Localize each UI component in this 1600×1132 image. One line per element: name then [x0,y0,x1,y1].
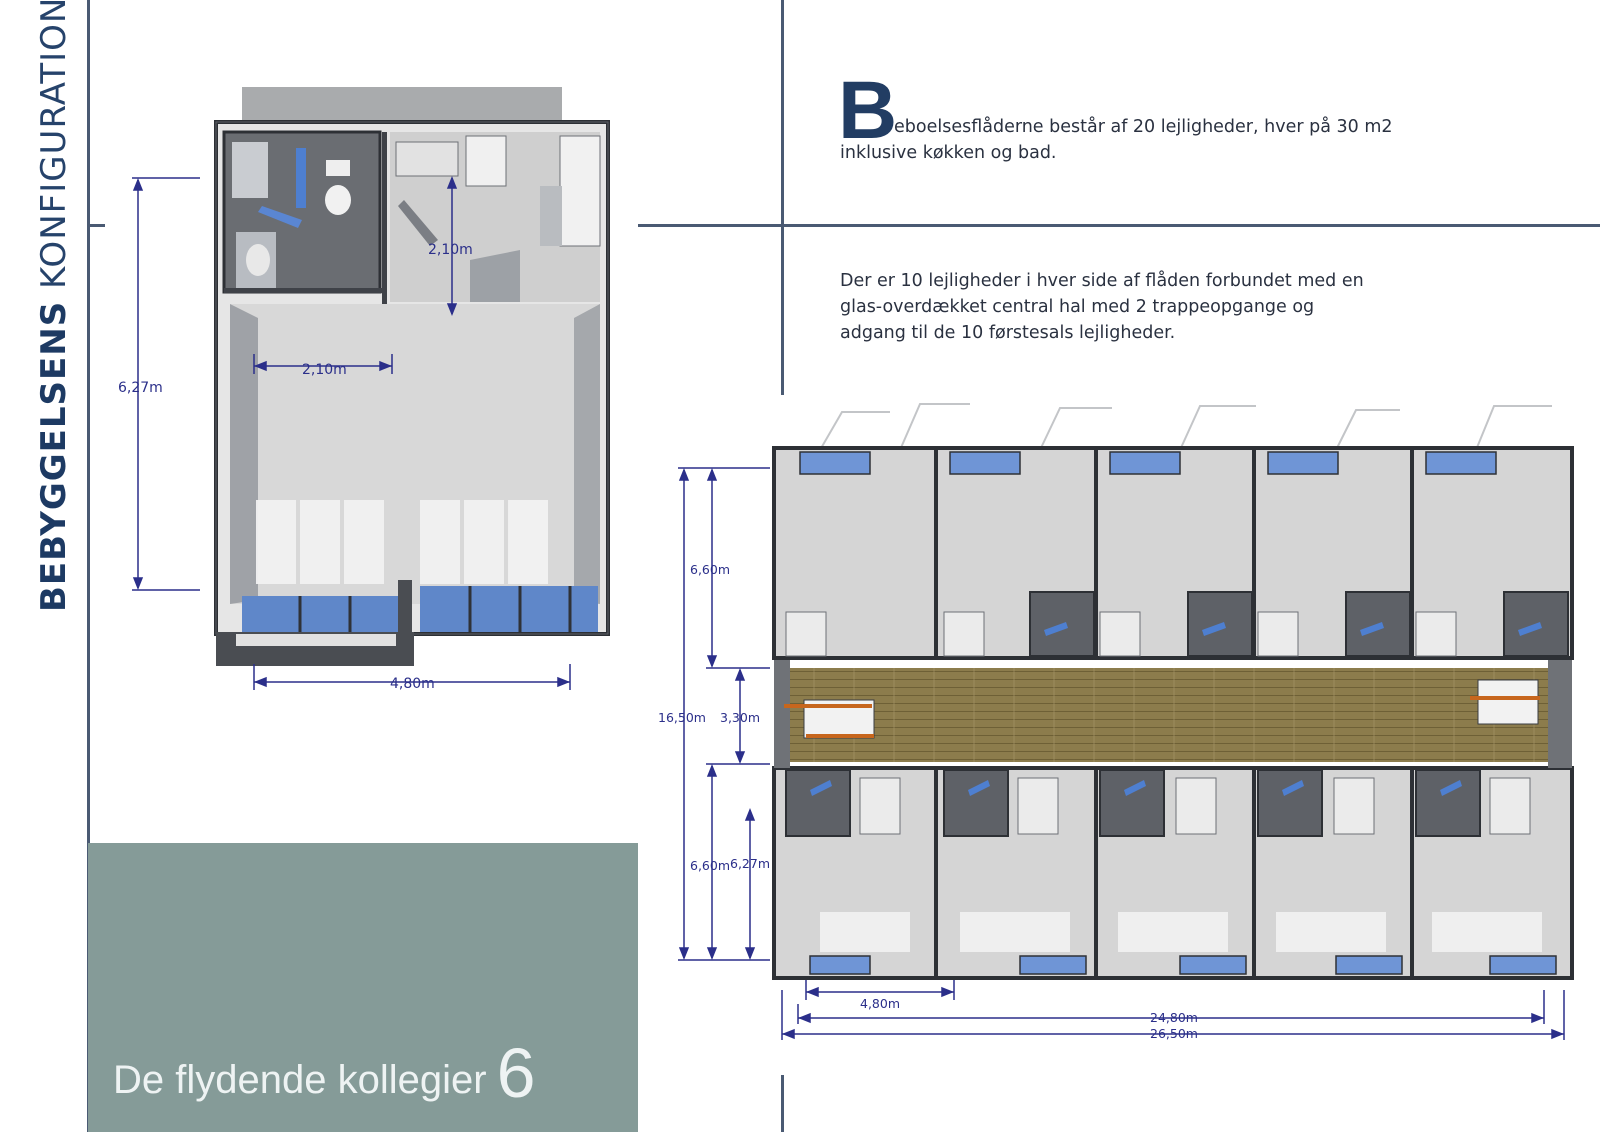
unit-width-label: 4,80m [390,676,435,692]
left-vertical-rule [87,0,90,1132]
unit-plan: 6,27m 2,10m 2,10m 4,80m [118,87,610,692]
description-line-1: Der er 10 lejligheder i hver side af flå… [840,271,1364,291]
raft-total-depth-label: 16,50m [658,710,706,725]
bath-depth-label: 2,10m [428,242,473,258]
unit-height-label: 6,27m [118,380,163,396]
page-number: 6 [496,1034,536,1112]
center-vertical-rule-top [781,0,784,395]
center-vertical-rule-bottom [781,1075,784,1132]
raft-bottom-row-depth-label: 6,60m [690,858,730,873]
raft-total-length-label: 26,50m [1150,1026,1198,1041]
bath-width-label: 2,10m [302,362,347,378]
raft-unit-width-label: 4,80m [860,996,900,1011]
raft-hall-width-label: 3,30m [720,710,760,725]
raft-unit-depth-label: 6,27m [730,856,770,871]
dropcap: B [838,65,898,156]
left-tick-rule [87,224,105,227]
right-horizontal-rule [638,224,1600,227]
raft-top-row-depth-label: 6,60m [690,562,730,577]
footer-title: De flydende kollegier [113,1058,487,1102]
intro-line-2: inklusive køkken og bad. [840,143,1057,163]
description-line-3: adgang til de 10 førstesals lejligheder. [840,323,1176,343]
description-line-2: glas-overdækket central hal med 2 trappe… [840,297,1315,317]
raft-inner-length-label: 24,80m [1150,1010,1198,1025]
intro-line-1: eboelsesflåderne består af 20 lejlighede… [894,117,1393,137]
